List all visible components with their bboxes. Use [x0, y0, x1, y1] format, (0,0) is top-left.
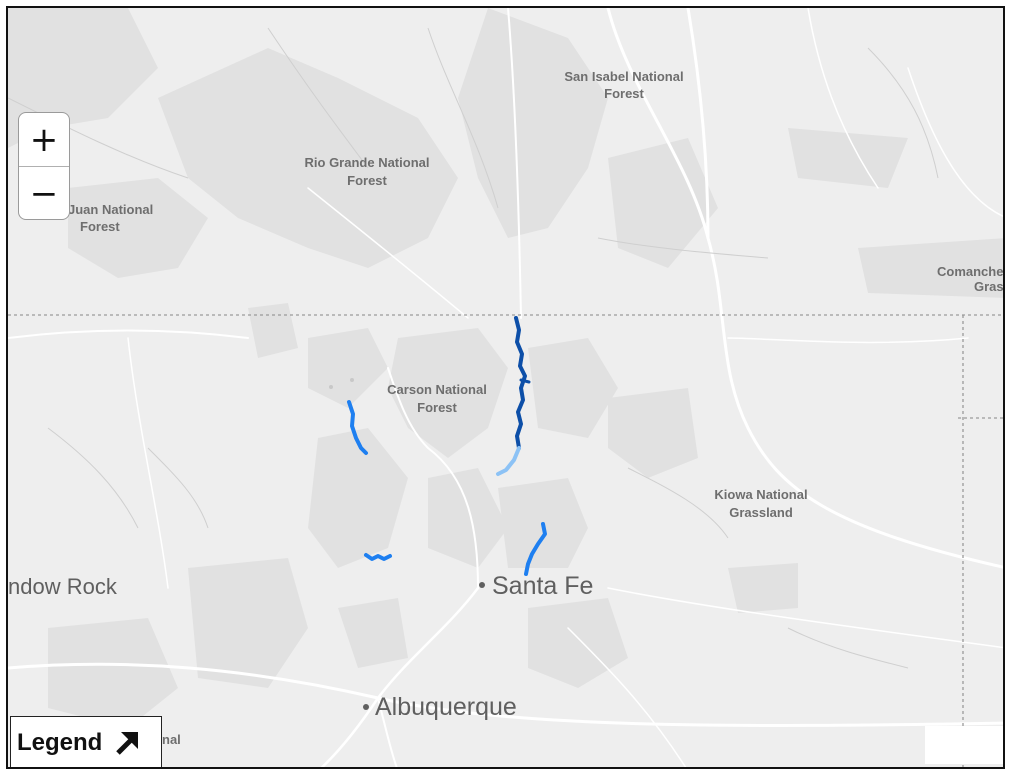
attribution-box [925, 726, 1003, 764]
zoom-control: + − [18, 112, 70, 220]
terrain-lines [8, 27, 939, 669]
legend-label: Legend [17, 728, 103, 756]
label-carson: Carson National [387, 382, 487, 397]
highlighted-rivers [329, 316, 547, 576]
label-rio-grande-2: Forest [347, 173, 387, 188]
land-areas [8, 8, 1003, 728]
label-comanche: Comanche [937, 264, 1003, 279]
label-rio-grande: Rio Grande National [305, 155, 430, 170]
zoom-in-button[interactable]: + [29, 119, 59, 160]
label-san-juan: Juan National [68, 202, 153, 217]
river-segment-santa-fe [524, 522, 547, 576]
albuquerque-dot [363, 704, 369, 710]
river-segment-main-branch [519, 378, 531, 384]
label-window-rock: ndow Rock [8, 574, 118, 599]
zoom-out-button[interactable]: − [19, 166, 69, 219]
label-kiowa-2: Grassland [729, 505, 793, 520]
road-network [8, 8, 1003, 767]
legend-toggle-button[interactable]: Legend [10, 716, 162, 767]
river-segment-southwest [364, 553, 392, 561]
label-albuquerque: Albuquerque [375, 693, 517, 721]
label-cut-national: nal [162, 732, 181, 747]
arrow-up-right-icon [116, 731, 139, 755]
label-santa-fe: Santa Fe [492, 572, 593, 600]
label-comanche-2: Grass [974, 279, 1005, 294]
river-segment-west [347, 400, 368, 455]
state-borders [8, 314, 1003, 767]
santa-fe-dot [479, 582, 485, 588]
label-kiowa: Kiowa National [714, 487, 807, 502]
label-san-juan-2: Forest [80, 219, 120, 234]
map-labels: San Isabel National Forest Rio Grande Na… [8, 69, 1005, 747]
river-segment-light [496, 446, 521, 476]
label-carson-2: Forest [417, 400, 457, 415]
map-canvas[interactable]: San Isabel National Forest Rio Grande Na… [8, 8, 1005, 769]
label-san-isabel-2: Forest [604, 86, 644, 101]
map-container[interactable]: San Isabel National Forest Rio Grande Na… [6, 6, 1005, 769]
label-san-isabel: San Isabel National [564, 69, 683, 84]
